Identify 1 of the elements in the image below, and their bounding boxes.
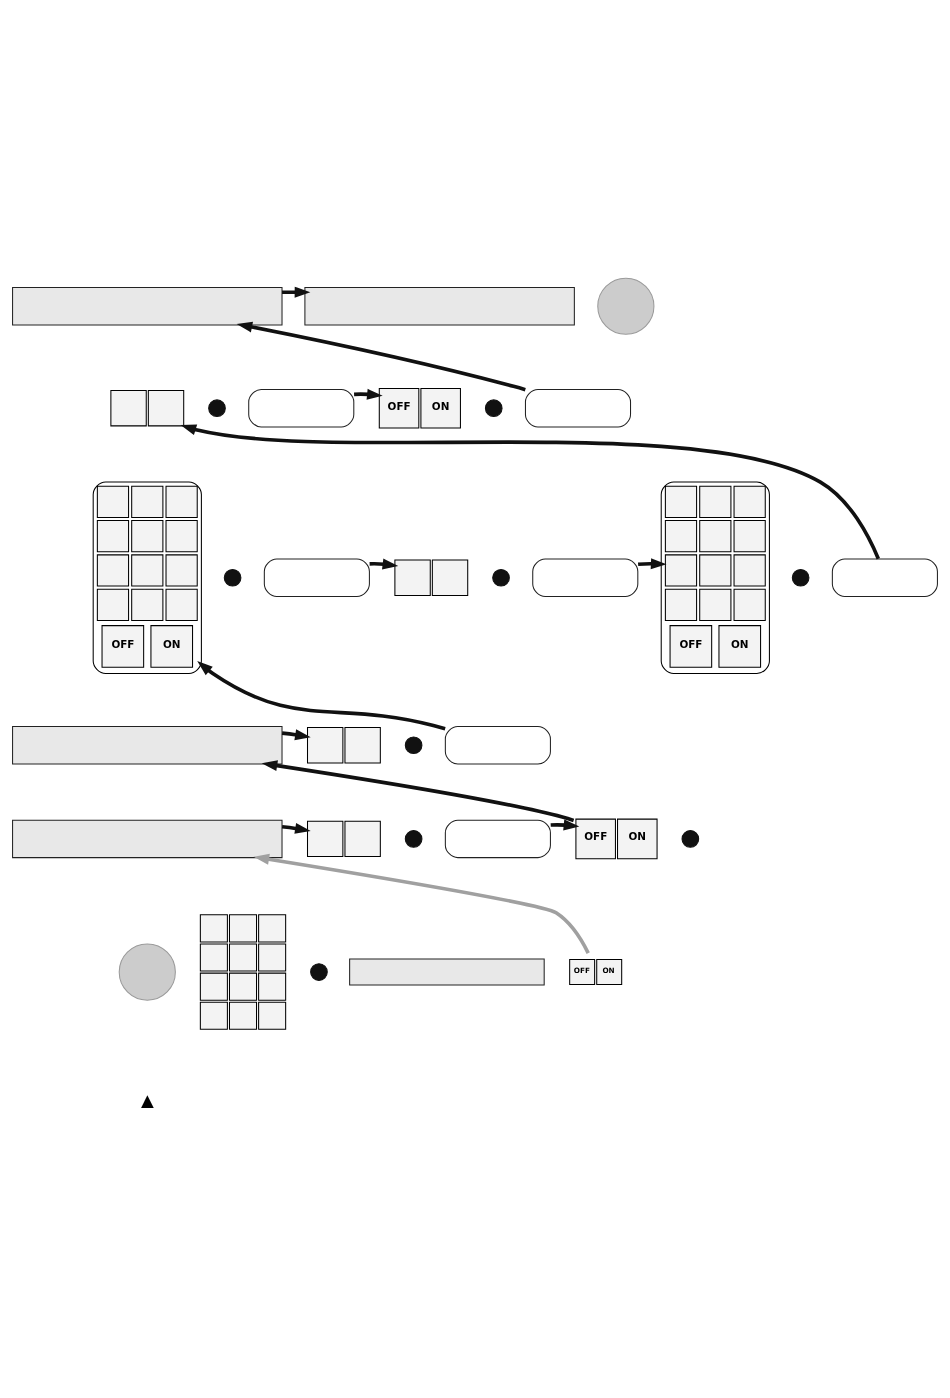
label: ▲ <box>140 1090 154 1110</box>
